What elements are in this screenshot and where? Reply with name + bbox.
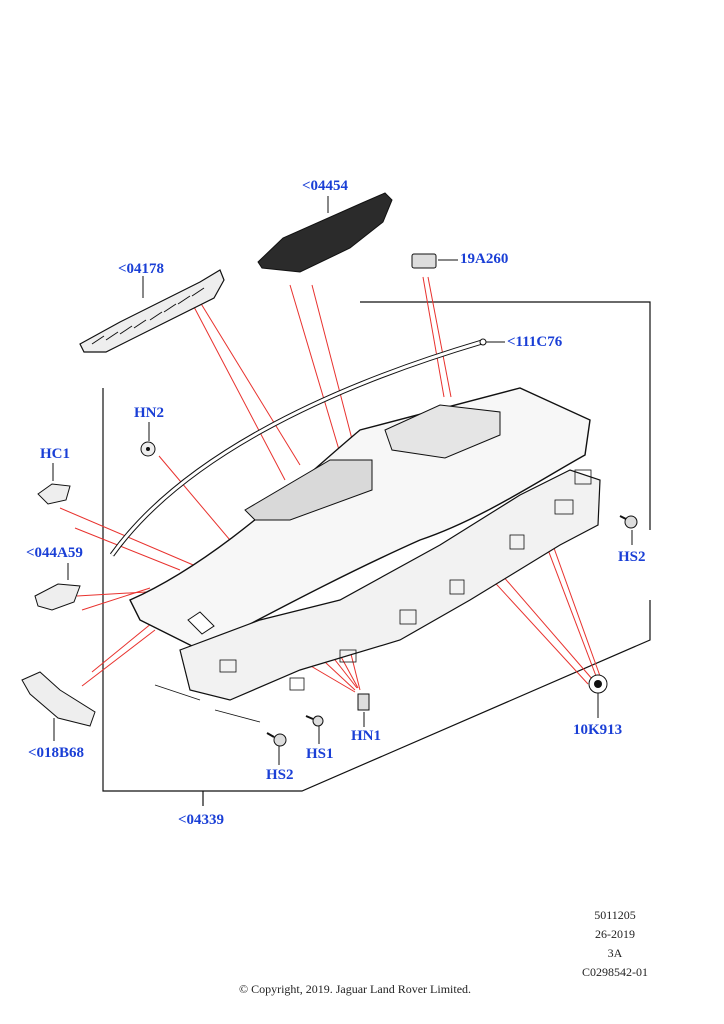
callout-018B68[interactable]: <018B68 [28,745,85,761]
assembly-frame-lower [102,388,651,792]
end-cap-044A59 [34,583,81,611]
callout-19A260[interactable]: 19A260 [460,251,509,267]
nut-HN1 [357,693,370,711]
centre-vent-opening [244,459,373,521]
reference-revision: 3A [607,946,623,960]
callout-HS1[interactable]: HS1 [306,746,334,762]
assembly-frame [360,301,651,530]
copyright-notice: © Copyright, 2019. Jaguar Land Rover Lim… [238,982,472,996]
callout-HN1[interactable]: HN1 [351,728,381,744]
screw-HS1 [312,715,324,727]
callout-04339[interactable]: <04339 [178,812,225,828]
speaker-grille-panel [257,192,393,273]
callout-111C76[interactable]: <111C76 [507,334,563,350]
reference-block: 5011205 26-2019 3A C0298542-01 [582,906,648,982]
callout-04454[interactable]: <04454 [302,178,349,194]
sensor-part [411,253,437,269]
callout-HS2-bottom[interactable]: HS2 [266,767,294,783]
dashboard-lower-structure [179,469,601,701]
reference-code: C0298542-01 [582,965,648,979]
callout-044A59[interactable]: <044A59 [26,545,83,561]
dashboard-top-surface [129,387,591,651]
callout-HN2[interactable]: HN2 [134,405,164,421]
callout-10K913[interactable]: 10K913 [573,722,623,738]
instrument-binnacle-recess [384,404,501,459]
callout-stems [52,196,633,765]
callout-HS2-right[interactable]: HS2 [618,549,646,565]
callout-HC1[interactable]: HC1 [40,446,70,462]
structure-details [154,469,592,723]
screw-HS2-bottom [273,733,287,747]
top-vent-rail [79,269,225,353]
screw-HS2-right [624,515,638,529]
callout-04178[interactable]: <04178 [118,261,165,277]
reference-number: 5011205 [594,908,636,922]
clip-HC1 [37,483,71,505]
reference-date: 26-2019 [595,927,635,941]
glovebox-opening [187,611,215,635]
bracket-018B68 [21,671,96,727]
vent-slots [91,287,205,345]
